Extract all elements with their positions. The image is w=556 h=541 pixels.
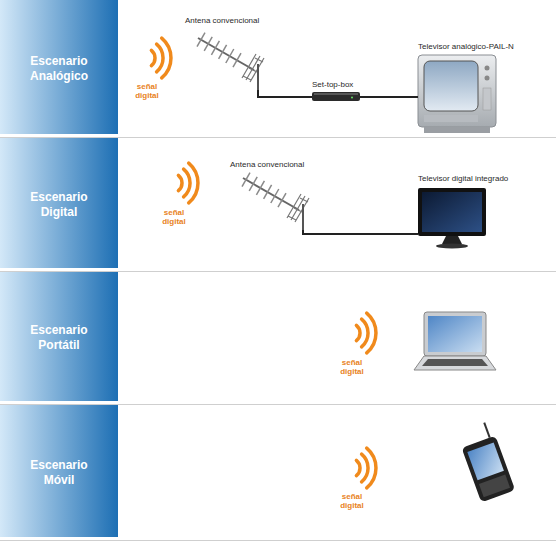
antenna-box: Antena convencional <box>230 160 320 230</box>
set-top-box: Set-top-box <box>312 80 360 102</box>
device-label: Set-top-box <box>312 80 360 90</box>
cable-line <box>258 90 312 97</box>
scenario-title: Escenario Móvil <box>0 458 118 488</box>
cable-line <box>360 96 418 98</box>
scenario-band: Escenario Portátil <box>0 272 556 405</box>
tv-box: Televisor analógico-PAIL-N <box>418 42 518 135</box>
cable-line <box>303 230 418 234</box>
scenario-title: Escenario Analógico <box>0 54 118 84</box>
antenna-box: Antena convencional <box>185 16 275 90</box>
scenario-title: Escenario Digital <box>0 190 118 220</box>
scenario-band: Escenario Móvil <box>0 405 556 541</box>
device-label: Antena convencional <box>185 16 275 26</box>
device-label: Televisor digital integrado <box>418 174 518 184</box>
device-label: Televisor analógico-PAIL-N <box>418 42 518 52</box>
scenario-band: Escenario Analógico Antena convencionalSe… <box>0 0 556 138</box>
tv-box: Televisor digital integrado <box>418 174 518 250</box>
scenario-title: Escenario Portátil <box>0 323 118 353</box>
scenario-band: Escenario Digital Antena convencionalTele… <box>0 138 556 272</box>
device-label: Antena convencional <box>230 160 320 170</box>
